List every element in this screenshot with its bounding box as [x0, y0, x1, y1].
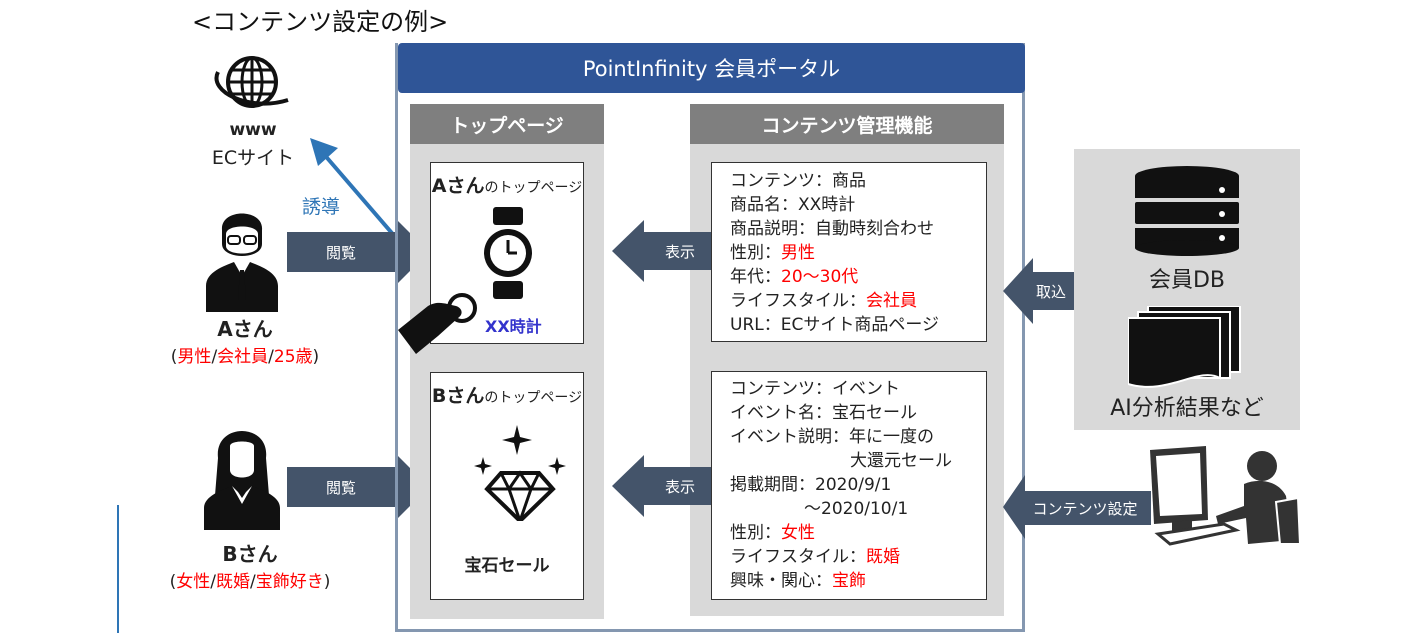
- user-b-label: Bさん (女性/既婚/宝飾好き): [140, 538, 360, 592]
- user-a-label: Aさん (男性/会社員/25歳): [140, 313, 350, 367]
- info-line: 性別：女性: [730, 523, 815, 543]
- info-line: 掲載期間：2020/9/1: [730, 475, 892, 495]
- view-label-a: 閲覧: [325, 243, 356, 262]
- content-setting-label: コンテンツ設定: [1032, 499, 1138, 518]
- import-arrow: [1003, 258, 1075, 324]
- user-a-attrs: (男性/会社員/25歳): [170, 347, 320, 367]
- man-avatar-icon: [206, 213, 278, 312]
- guide-label: 誘導: [302, 196, 341, 218]
- portal-frame: [395, 43, 1025, 632]
- portal-header: PointInfinity 会員ポータル: [398, 43, 1025, 93]
- jewel-sale-item[interactable]: 宝石セール: [464, 556, 550, 576]
- info-line: URL：ECサイト商品ページ: [730, 315, 940, 335]
- globe-icon: [214, 56, 289, 108]
- display-arrow-a: [612, 220, 716, 282]
- tap-hand-icon: [398, 293, 477, 354]
- info-line: イベント名：宝石セール: [730, 403, 917, 423]
- woman-avatar-icon: [204, 431, 280, 530]
- page-title: <コンテンツ設定の例>: [192, 8, 449, 36]
- content-info-b: コンテンツ：イベント イベント名：宝石セール イベント説明：年に一度の 大還元セ…: [711, 371, 987, 600]
- content-mgmt-column-header: コンテンツ管理機能: [690, 104, 1004, 144]
- member-db-label: 会員DB: [1148, 268, 1226, 293]
- user-a-name: Aさん: [217, 317, 273, 341]
- card-b-title: Bさんのトップページ: [431, 385, 583, 407]
- info-line: 商品説明：自動時刻合わせ: [730, 219, 934, 239]
- user-a-top-page-card[interactable]: Aさんのトップページ XX時計: [430, 162, 584, 344]
- info-line: イベント説明：年に一度の: [730, 427, 934, 447]
- user-b-name: Bさん: [222, 542, 278, 566]
- info-line: ライフスタイル：既婚: [730, 547, 900, 567]
- info-line: 大還元セール: [850, 451, 952, 471]
- import-label: 取込: [1035, 282, 1066, 301]
- info-line: 性別：男性: [730, 243, 815, 263]
- watch-icon: [484, 207, 532, 299]
- database-icon: [1135, 166, 1239, 256]
- display-label-b: 表示: [664, 477, 695, 496]
- www-label: www: [229, 120, 277, 140]
- diamond-icon: [474, 425, 566, 521]
- info-line: 商品名：XX時計: [730, 195, 856, 215]
- display-label-a: 表示: [664, 242, 695, 261]
- info-line: 〜2020/10/1: [804, 499, 909, 519]
- left-divider-line: [117, 505, 119, 633]
- documents-icon: [1128, 306, 1241, 388]
- display-arrow-b: [612, 455, 716, 517]
- info-line: コンテンツ：イベント: [730, 379, 900, 399]
- ai-analysis-label: AI分析結果など: [1110, 396, 1264, 421]
- view-label-b: 閲覧: [325, 478, 356, 497]
- watch-item-link[interactable]: XX時計: [485, 317, 542, 336]
- view-arrow-a: [287, 218, 429, 286]
- view-arrow-b: [287, 453, 429, 521]
- ec-site-label: ECサイト: [211, 147, 295, 169]
- info-line: 年代：20〜30代: [730, 267, 859, 287]
- info-line: 興味・関心：宝飾: [730, 571, 866, 591]
- content-setting-arrow: [1003, 475, 1151, 539]
- content-info-a: コンテンツ：商品 商品名：XX時計 商品説明：自動時刻合わせ 性別：男性 年代：…: [711, 162, 987, 342]
- user-b-top-page-card[interactable]: Bさんのトップページ 宝石セール: [430, 372, 584, 600]
- card-a-title: Aさんのトップページ: [431, 175, 583, 197]
- operator-at-computer-icon: [1150, 446, 1302, 546]
- info-line: コンテンツ：商品: [730, 171, 866, 191]
- info-line: ライフスタイル：会社員: [730, 291, 917, 311]
- user-b-attrs: (女性/既婚/宝飾好き): [169, 572, 331, 592]
- top-page-column-header: トップページ: [410, 104, 604, 144]
